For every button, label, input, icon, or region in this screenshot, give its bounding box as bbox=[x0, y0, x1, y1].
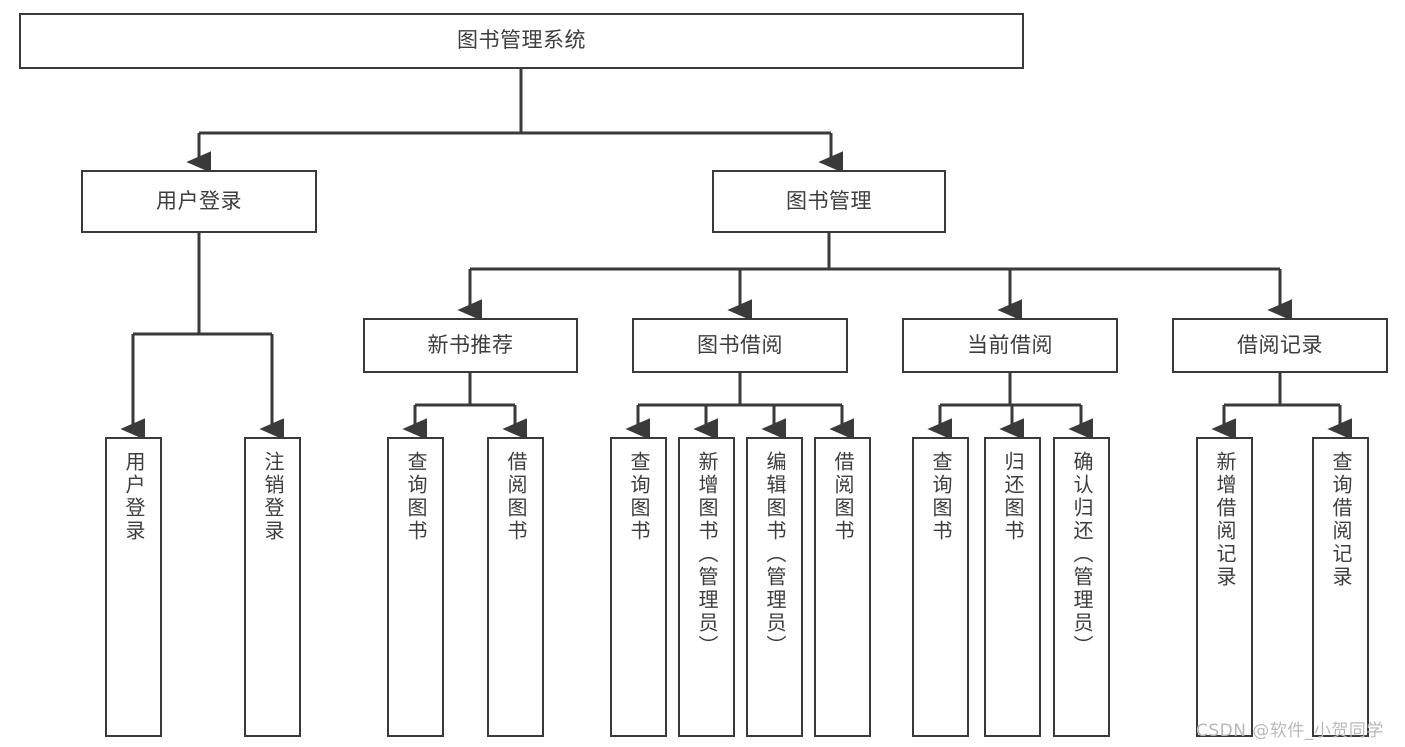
node-label: 归还图书 bbox=[1001, 451, 1025, 543]
node-label: 借阅图书 bbox=[504, 451, 528, 543]
node-leaf-query-record[interactable]: 查询借阅记录 bbox=[1312, 437, 1369, 737]
node-leaf-return-book[interactable]: 归还图书 bbox=[984, 437, 1041, 737]
node-leaf-query-book-3[interactable]: 查询图书 bbox=[912, 437, 969, 737]
node-book-manage[interactable]: 图书管理 bbox=[712, 170, 946, 233]
node-label: 查询图书 bbox=[404, 451, 428, 543]
node-leaf-user-login[interactable]: 用户登录 bbox=[105, 437, 162, 737]
node-label: 图书管理系统 bbox=[457, 28, 586, 53]
node-leaf-borrow-book-2[interactable]: 借阅图书 bbox=[814, 437, 871, 737]
node-leaf-query-book-1[interactable]: 查询图书 bbox=[387, 437, 444, 737]
node-label: 新增图书（管理员） bbox=[695, 451, 719, 658]
node-label: 图书借阅 bbox=[697, 332, 783, 357]
node-user-login[interactable]: 用户登录 bbox=[81, 170, 317, 233]
node-leaf-query-book-2[interactable]: 查询图书 bbox=[610, 437, 667, 737]
node-label: 用户登录 bbox=[122, 451, 146, 543]
watermark: CSDN @软件_小贺同学 bbox=[1196, 721, 1384, 741]
node-borrow-record[interactable]: 借阅记录 bbox=[1172, 318, 1388, 373]
node-label: 当前借阅 bbox=[967, 332, 1053, 357]
node-label: 新增借阅记录 bbox=[1213, 451, 1237, 589]
node-leaf-logout[interactable]: 注销登录 bbox=[244, 437, 301, 737]
node-label: 查询图书 bbox=[627, 451, 651, 543]
node-leaf-add-book[interactable]: 新增图书（管理员） bbox=[678, 437, 735, 737]
node-leaf-edit-book[interactable]: 编辑图书（管理员） bbox=[746, 437, 803, 737]
node-label: 新书推荐 bbox=[427, 332, 514, 357]
node-current-borrow[interactable]: 当前借阅 bbox=[902, 318, 1118, 373]
node-label: 图书管理 bbox=[786, 188, 872, 213]
node-label: 用户登录 bbox=[156, 188, 242, 213]
node-label: 编辑图书（管理员） bbox=[763, 451, 787, 658]
node-label: 确认归还（管理员） bbox=[1070, 451, 1094, 658]
node-leaf-borrow-book-1[interactable]: 借阅图书 bbox=[487, 437, 544, 737]
node-root-system[interactable]: 图书管理系统 bbox=[19, 13, 1024, 69]
node-label: 查询图书 bbox=[929, 451, 953, 543]
node-leaf-confirm-return[interactable]: 确认归还（管理员） bbox=[1053, 437, 1110, 737]
node-label: 查询借阅记录 bbox=[1329, 451, 1353, 589]
node-label: 借阅记录 bbox=[1237, 332, 1323, 357]
node-new-book-rec[interactable]: 新书推荐 bbox=[363, 318, 578, 373]
node-label: 注销登录 bbox=[261, 451, 285, 543]
node-label: 借阅图书 bbox=[831, 451, 855, 543]
node-book-borrow[interactable]: 图书借阅 bbox=[632, 318, 848, 373]
node-leaf-add-record[interactable]: 新增借阅记录 bbox=[1196, 437, 1253, 737]
